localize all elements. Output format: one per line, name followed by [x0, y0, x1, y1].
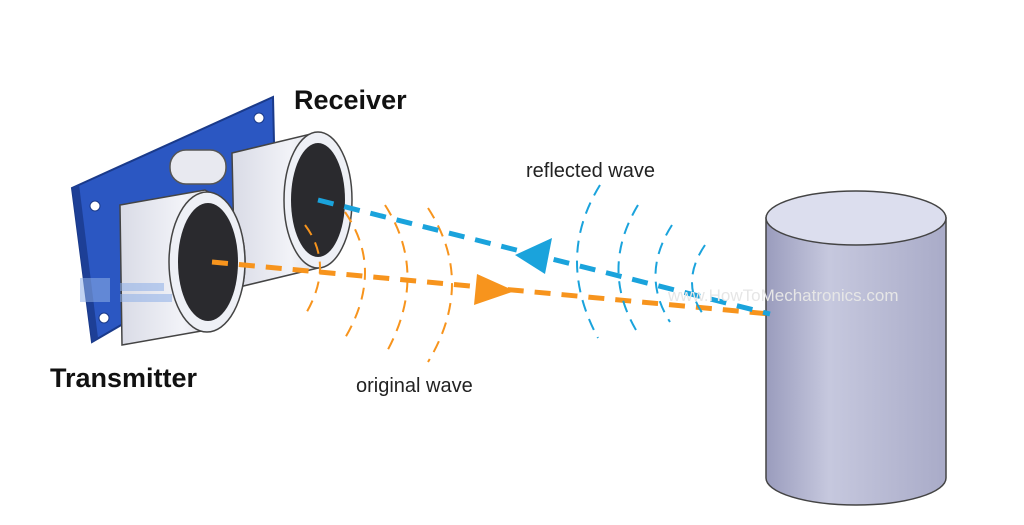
- cylinder-object-icon: [765, 190, 947, 506]
- original-wave-arrow: [474, 274, 515, 305]
- watermark-text: www.HowToMechatronics.com: [668, 286, 899, 305]
- original-wave-label: original wave: [356, 375, 473, 397]
- reflected-wave: [317, 184, 771, 339]
- reflected-wave-label: reflected wave: [526, 160, 655, 182]
- transmitter-label: Transmitter: [50, 363, 198, 393]
- original-wave: [211, 204, 771, 363]
- reflected-wave-arrow: [515, 238, 552, 274]
- receiver-label: Receiver: [294, 85, 407, 115]
